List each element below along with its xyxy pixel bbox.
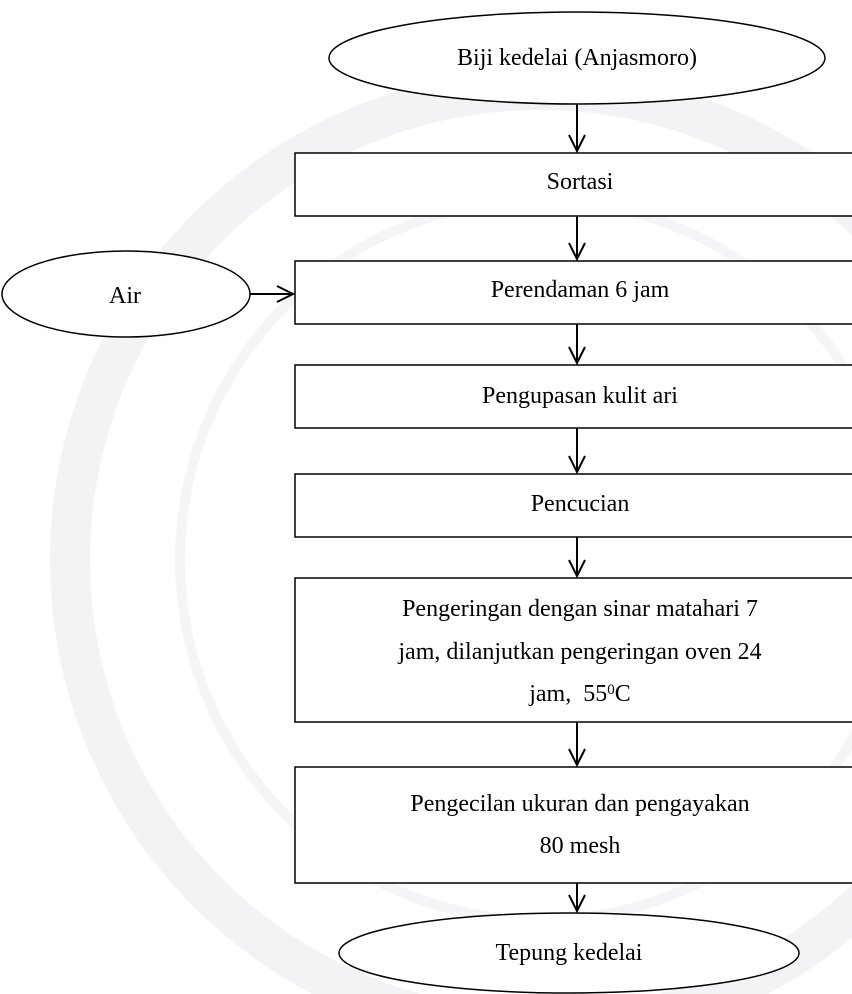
step-pengeringan-line2: jam, dilanjutkan pengeringan oven 24 [398,639,762,665]
input-label: Air [109,283,141,309]
box-perendaman [294,260,852,325]
pengeringan-line3-unit: C [614,681,631,707]
step-pengeringan-line1: Pengeringan dengan sinar matahari 7 [402,596,758,622]
pengeringan-line3-text: jam, 55 [529,681,608,707]
end-label: Tepung kedelai [495,940,643,966]
end-terminal [338,912,800,994]
box-pengeringan [294,577,852,723]
box-pencucian [294,473,852,538]
step-pencucian-label: Pencucian [530,491,630,517]
step-pengecilan-line1: Pengecilan ukuran dan pengayakan [410,791,750,817]
step-sortasi-label: Sortasi [546,169,614,195]
box-pengupasan [294,364,852,429]
step-perendaman-label: Perendaman 6 jam [490,277,670,303]
step-pengecilan-line2: 80 mesh [539,833,621,859]
start-label: Biji kedelai (Anjasmoro) [457,45,697,71]
box-pengecilan [294,766,852,884]
box-sortasi [294,152,852,217]
step-pengupasan-label: Pengupasan kulit ari [482,383,678,409]
